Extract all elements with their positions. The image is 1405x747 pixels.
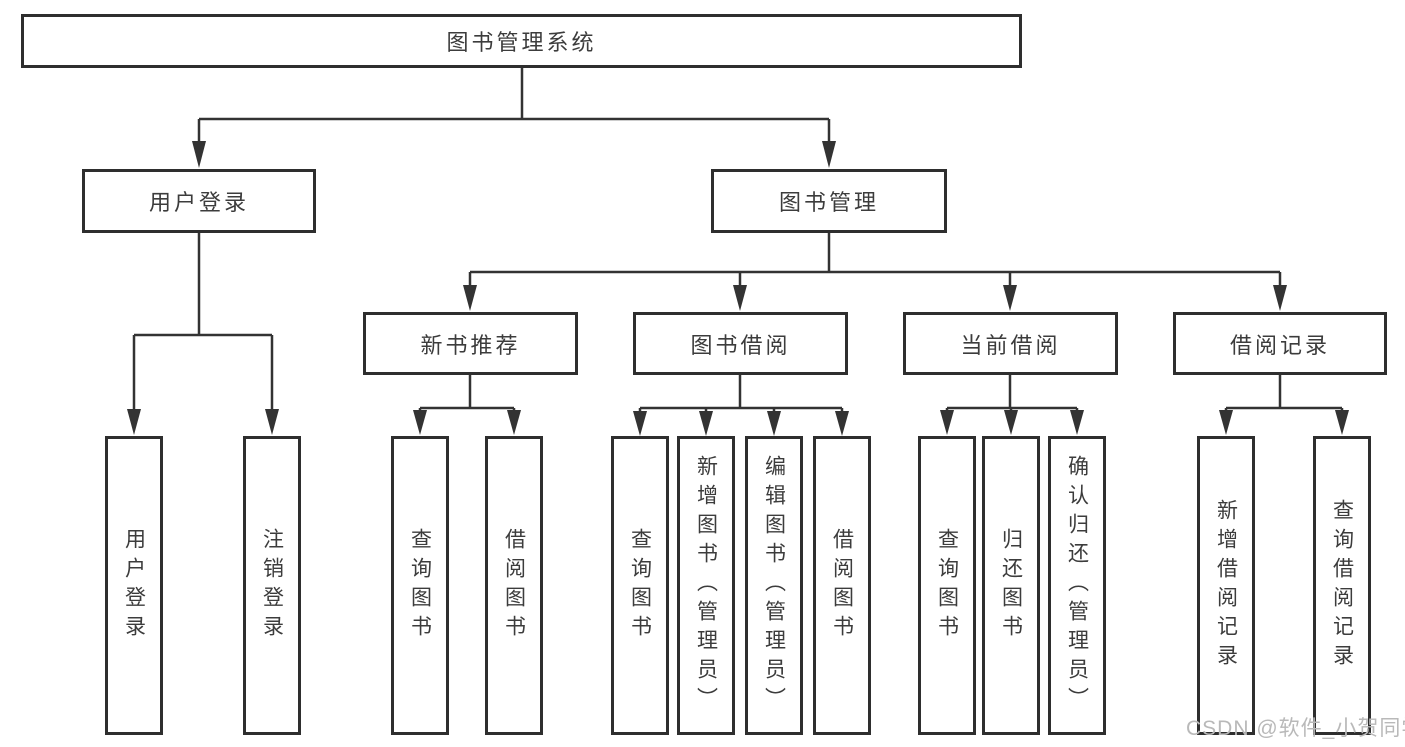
node-borrow-record-label: 借阅记录 <box>1229 332 1330 358</box>
node-book-borrow: 图书借阅 <box>633 312 848 375</box>
node-book-borrow-label: 图书借阅 <box>690 332 791 358</box>
node-leaf-query-book-1-label: 查询图书 <box>408 527 432 644</box>
node-leaf-add-book: 新增图书（管理员） <box>677 436 735 735</box>
node-root: 图书管理系统 <box>21 14 1022 68</box>
node-new-book-rec: 新书推荐 <box>363 312 578 375</box>
node-leaf-add-borrow-record-label: 新增借阅记录 <box>1214 498 1238 673</box>
node-leaf-query-book-2-label: 查询图书 <box>628 527 652 644</box>
node-leaf-return-book: 归还图书 <box>982 436 1040 735</box>
node-leaf-user-login: 用户登录 <box>105 436 163 735</box>
node-leaf-query-book-3-label: 查询图书 <box>935 527 959 644</box>
watermark: CSDN @软件_小贺同学 <box>1186 717 1405 740</box>
node-leaf-query-borrow-record-label: 查询借阅记录 <box>1330 498 1354 673</box>
node-leaf-borrow-book-1: 借阅图书 <box>485 436 543 735</box>
node-leaf-query-book-1: 查询图书 <box>391 436 449 735</box>
node-leaf-query-book-2: 查询图书 <box>611 436 669 735</box>
node-leaf-confirm-return-label: 确认归还（管理员） <box>1065 455 1089 716</box>
node-leaf-logout-label: 注销登录 <box>260 527 284 644</box>
node-user-login: 用户登录 <box>82 169 316 233</box>
node-borrow-record: 借阅记录 <box>1173 312 1387 375</box>
node-new-book-rec-label: 新书推荐 <box>420 332 521 358</box>
node-leaf-borrow-book-2: 借阅图书 <box>813 436 871 735</box>
node-book-mgmt-label: 图书管理 <box>778 190 879 215</box>
arrowhead-icons <box>127 141 1349 436</box>
node-user-login-label: 用户登录 <box>148 190 249 215</box>
node-book-mgmt: 图书管理 <box>711 169 947 233</box>
node-leaf-borrow-book-1-label: 借阅图书 <box>502 527 526 644</box>
node-leaf-logout: 注销登录 <box>243 436 301 735</box>
node-leaf-add-book-label: 新增图书（管理员） <box>694 455 718 716</box>
node-leaf-edit-book-label: 编辑图书（管理员） <box>762 455 786 716</box>
node-current-borrow: 当前借阅 <box>903 312 1118 375</box>
node-leaf-confirm-return: 确认归还（管理员） <box>1048 436 1106 735</box>
node-leaf-query-book-3: 查询图书 <box>918 436 976 735</box>
node-leaf-return-book-label: 归还图书 <box>999 527 1023 644</box>
node-leaf-edit-book: 编辑图书（管理员） <box>745 436 803 735</box>
node-current-borrow-label: 当前借阅 <box>960 332 1061 358</box>
node-leaf-user-login-label: 用户登录 <box>122 527 146 644</box>
node-leaf-borrow-book-2-label: 借阅图书 <box>830 527 854 644</box>
node-leaf-add-borrow-record: 新增借阅记录 <box>1197 436 1255 735</box>
node-leaf-query-borrow-record: 查询借阅记录 <box>1313 436 1371 735</box>
node-root-label: 图书管理系统 <box>446 30 597 55</box>
